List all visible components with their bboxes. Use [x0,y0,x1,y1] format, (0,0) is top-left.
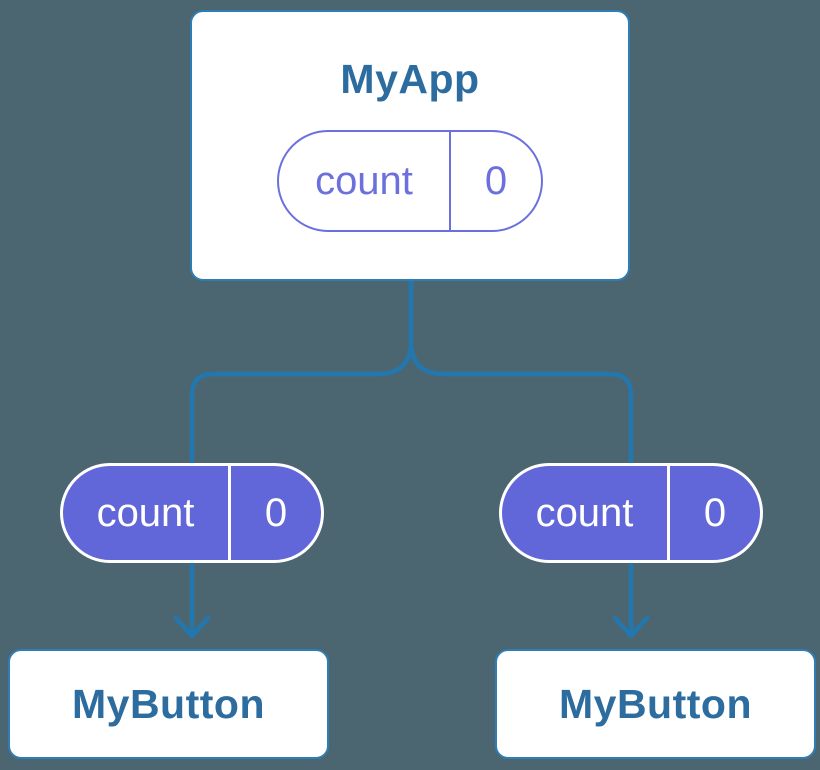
node-myapp-title: MyApp [340,56,480,102]
prop-pill-left-name: count [96,490,195,535]
prop-pill-right: count 0 [499,463,763,563]
state-pill: count 0 [277,130,543,232]
state-pill-value: 0 [449,132,541,230]
node-mybutton-left: MyButton [8,649,329,759]
node-mybutton-left-title: MyButton [71,681,265,727]
prop-pill-left: count 0 [60,463,324,563]
arrowhead-right-icon [612,615,650,639]
prop-pill-right-value: 0 [667,466,760,560]
connector-right-branch [408,278,634,636]
connector-left-branch [189,278,414,636]
arrowhead-left-icon [173,615,211,639]
prop-pill-left-value: 0 [228,466,321,560]
node-mybutton-right: MyButton [495,649,816,759]
state-pill-name: count [315,158,413,203]
node-myapp: MyApp count 0 [190,10,630,281]
node-mybutton-right-title: MyButton [558,681,752,727]
prop-pill-right-name: count [535,490,634,535]
